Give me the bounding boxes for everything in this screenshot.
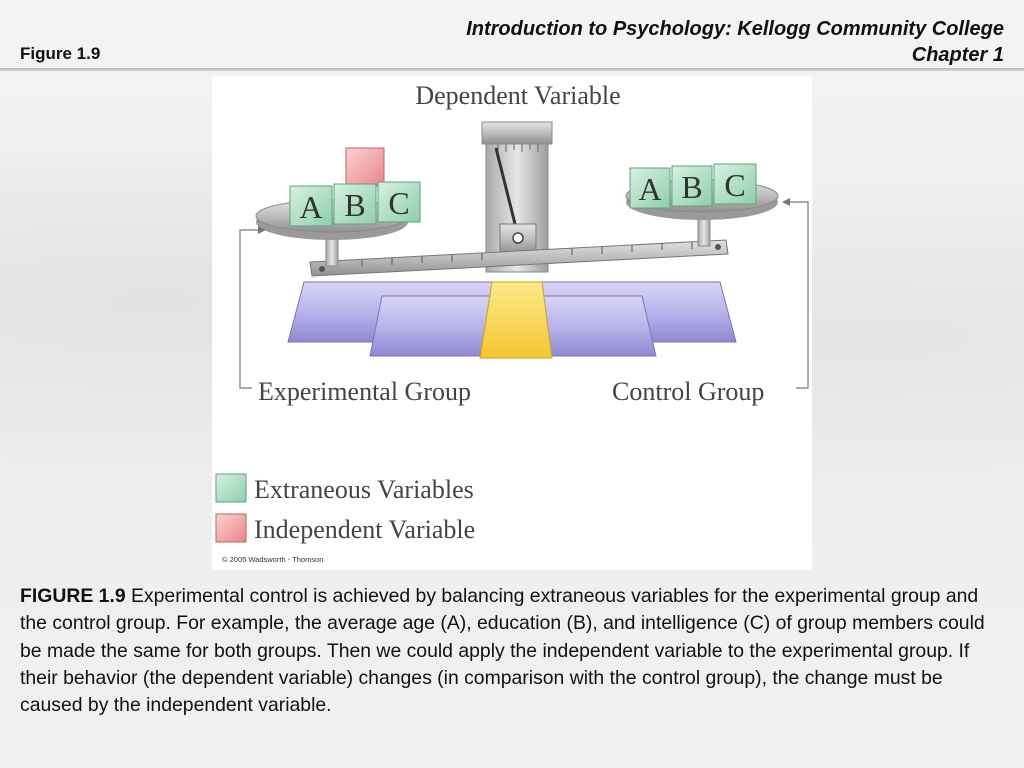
header-chapter: Chapter 1: [911, 44, 1004, 66]
caption-text: Experimental control is achieved by bala…: [20, 585, 985, 717]
scale-tower: [481, 121, 553, 273]
legend: Extraneous Variables Independent Variabl…: [215, 473, 475, 544]
legend-swatch-independent: [215, 513, 247, 543]
block-letter: C: [388, 185, 409, 221]
block-letter: A: [299, 189, 322, 225]
control-group-label: Control Group: [612, 377, 764, 406]
block-letter: B: [681, 169, 702, 205]
experimental-group-blocks: A B C: [289, 147, 421, 227]
block-letter: C: [724, 167, 745, 203]
scale-needle: [494, 147, 520, 237]
figure-caption: FIGURE 1.9 Experimental control is achie…: [20, 583, 1005, 719]
legend-label-independent: Independent Variable: [254, 515, 475, 544]
figure-number-label: Figure 1.9: [20, 44, 101, 63]
copyright-notice: © 2005 Wadsworth - Thomson: [222, 555, 323, 564]
experimental-group-label: Experimental Group: [258, 377, 471, 406]
slide-header-title: Introduction to Psychology: Kellogg Comm…: [466, 16, 1004, 68]
scale-beam: [309, 239, 729, 277]
balance-scale-diagram: Dependent Variable: [215, 81, 809, 564]
block-c-left: [377, 181, 421, 223]
independent-variable-block: [345, 147, 385, 187]
left-connector-arrow: [239, 229, 258, 389]
block-letter: B: [344, 187, 365, 223]
block-b-right: [671, 165, 713, 207]
header-course-title: Introduction to Psychology: Kellogg Comm…: [466, 18, 1004, 40]
scale-base-center: [479, 281, 553, 359]
balance-scale-figure: Dependent Variable: [212, 76, 812, 570]
scale-base: [287, 281, 737, 359]
control-group-blocks: A B C: [629, 163, 757, 209]
caption-lead: FIGURE 1.9: [20, 585, 126, 607]
legend-swatch-extraneous: [215, 473, 247, 503]
left-arrowhead-icon: [258, 226, 266, 234]
dependent-variable-label: Dependent Variable: [415, 81, 620, 110]
legend-label-extraneous: Extraneous Variables: [254, 475, 474, 504]
block-b-left: [333, 183, 377, 225]
block-a-right: [629, 167, 671, 209]
block-c-right: [713, 163, 757, 205]
right-connector-arrow: [790, 201, 809, 389]
right-arrowhead-icon: [782, 198, 790, 206]
block-letter: A: [638, 171, 661, 207]
header-divider: [0, 68, 1024, 71]
block-a-left: [289, 185, 333, 227]
